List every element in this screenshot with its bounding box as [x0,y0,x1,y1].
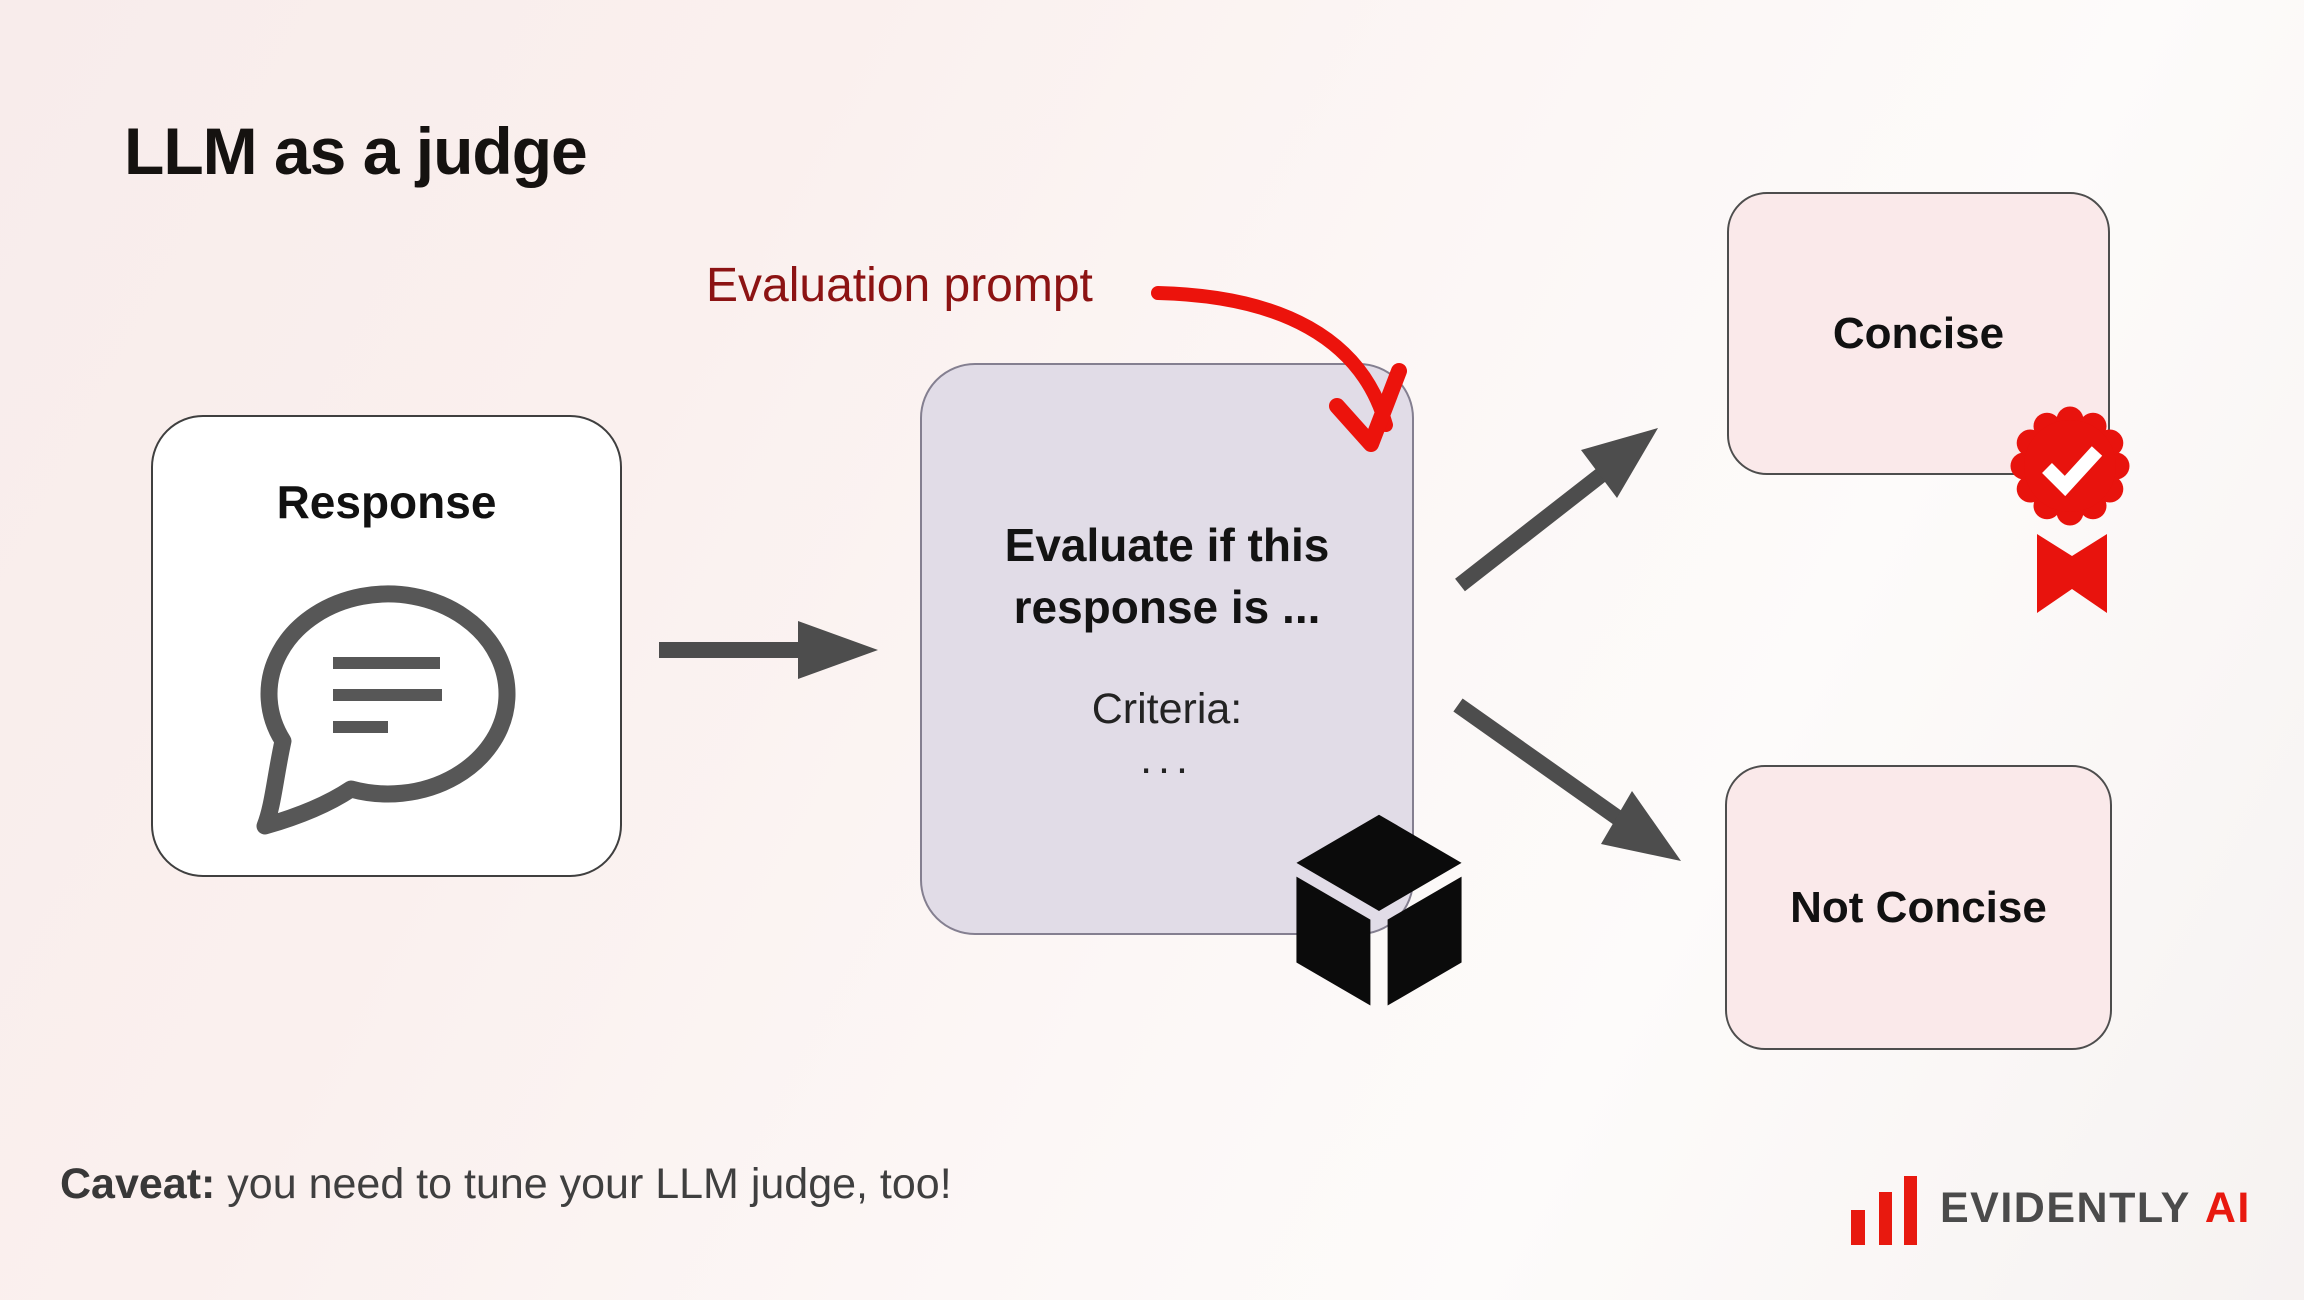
outcome-concise-node: Concise [1727,192,2110,475]
judge-criteria-ellipsis: ... [1140,735,1194,783]
caveat-lead: Caveat: [60,1160,216,1208]
caveat-text: you need to tune your LLM judge, too! [215,1160,952,1208]
outcome-not-concise-node: Not Concise [1725,765,2112,1050]
judge-node: Evaluate if this response is ... Criteri… [920,363,1414,935]
logo-brand-text: EVIDENTLY [1940,1184,2191,1232]
logo-bars-icon [1851,1176,1917,1245]
judge-criteria-label: Criteria: [1091,685,1243,733]
judge-to-not-concise-arrow [1453,698,1681,861]
evidently-logo-wordmark: EVIDENTLY AI [1940,1187,2251,1230]
judge-heading-line1: Evaluate if this [1004,519,1330,571]
response-node: Response [151,415,622,877]
judge-to-concise-arrow [1455,428,1658,592]
page-title: LLM as a judge [124,114,588,188]
judge-heading-line2: response is ... [1013,581,1321,633]
outcome-concise-label: Concise [1832,308,2005,358]
evaluation-prompt-label: Evaluation prompt [706,259,1093,312]
outcome-not-concise-label: Not Concise [1790,882,2047,932]
logo-brand-suffix: AI [2204,1184,2251,1232]
award-ribbon-icon [2037,534,2107,613]
response-node-label: Response [276,476,497,528]
response-to-judge-arrow [659,621,878,679]
caveat-note: Caveat: you need to tune your LLM judge,… [60,1163,952,1206]
